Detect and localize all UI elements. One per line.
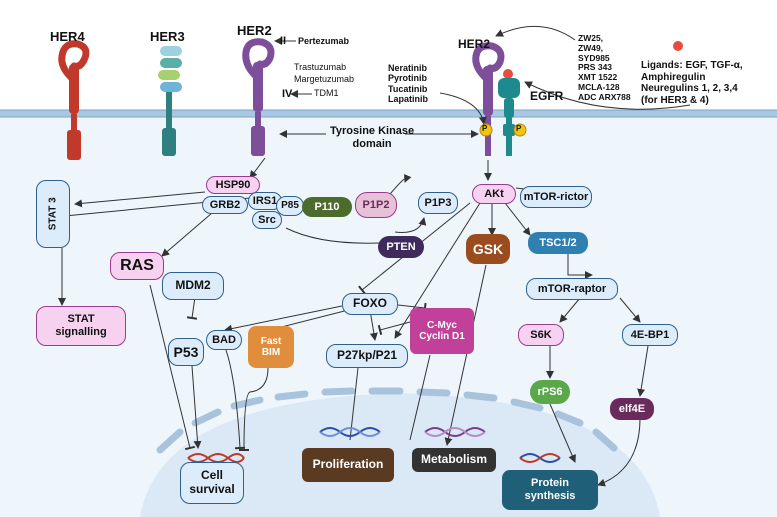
domain-ii-label: II	[280, 35, 287, 47]
nuclear-envelope	[156, 387, 618, 454]
tki-drug: Pyrotinib	[388, 73, 428, 84]
bispecific-drug-list: ZW25, ZW49, SYD985 PRS 343 XMT 1522 MCLA…	[578, 33, 631, 102]
stat3-node: STAT 3	[36, 180, 70, 248]
her2-right-label: HER2	[458, 37, 491, 51]
grb2-node: GRB2	[202, 196, 248, 214]
src-node: Src	[252, 211, 282, 229]
egfr-label: EGFR	[530, 89, 564, 103]
stat-signalling-line: signalling	[55, 326, 107, 338]
stat-signalling-node: STAT signalling	[36, 306, 126, 346]
fast-bim-node: Fast BIM	[248, 326, 294, 368]
gsk-node: GSK	[466, 234, 510, 264]
cmyc-line: Cyclin D1	[419, 331, 465, 342]
mdm2-node: MDM2	[162, 272, 224, 300]
akt-node: AKt	[472, 184, 516, 204]
tk-domain-label: Tyrosine Kinase domain	[330, 125, 414, 150]
bispecific-drug: MCLA-128	[578, 81, 620, 92]
tki-drug: Tucatinib	[388, 83, 428, 94]
rps6-node: rPS6	[530, 380, 570, 404]
her4-label: HER4	[50, 29, 85, 44]
bispecific-drug: ZW49,	[578, 42, 604, 53]
her2-receptor-left	[242, 38, 275, 156]
tsc12-node: TSC1/2	[528, 232, 588, 254]
domain-iv-label: IV	[282, 88, 293, 100]
bad-node: BAD	[206, 330, 242, 350]
stat3-label: STAT 3	[47, 197, 59, 231]
tki-drug: Lapatinib	[388, 94, 428, 105]
pertezumab-label: Pertezumab	[298, 36, 350, 46]
p27-p21-node: P27kp/P21	[326, 344, 408, 368]
ligands-line: Neuregulins 1, 2, 3,4	[641, 83, 738, 94]
elf4e-node: elf4E	[610, 398, 654, 420]
metabolism-box: Metabolism	[412, 448, 496, 472]
hsp90-node: HSP90	[206, 176, 260, 194]
bispecific-drug: ZW25,	[578, 33, 604, 43]
cell-survival-box: Cell survival	[180, 462, 244, 504]
plasma-membrane	[0, 110, 777, 117]
ligands-legend: Ligands: EGF, TGF-α, Amphiregulin Neureg…	[641, 60, 743, 106]
fast-bim-line: BIM	[261, 347, 281, 358]
tk-domain-line: Tyrosine Kinase	[330, 125, 415, 137]
her2-left-label: HER2	[237, 23, 272, 38]
p110-node: P110	[302, 197, 352, 217]
her3-receptor	[158, 46, 182, 156]
ras-node: RAS	[110, 252, 164, 280]
phospho-label: P	[516, 124, 522, 133]
tk-domain-line: domain	[352, 137, 392, 150]
bispecific-drug: ADC ARX788	[578, 91, 631, 102]
irs1-node: IRS1	[248, 192, 282, 210]
tki-drug: Neratinib	[388, 63, 428, 73]
tdm1-label: TDM1	[314, 88, 339, 98]
pip2-node: P1P2	[355, 192, 397, 218]
margetuzumab-label: Margetuzumab	[294, 74, 355, 84]
cell-survival-line: Cell	[200, 468, 223, 483]
ligand-dot	[673, 41, 683, 51]
fast-bim-line: Fast	[260, 335, 282, 347]
pip3-node: P1P3	[418, 192, 458, 214]
stat-signalling-line: STAT	[67, 313, 95, 326]
trastuzumab-label: Trastuzumab	[294, 62, 347, 72]
phospho-label: P	[482, 124, 488, 133]
bispecific-drug: PRS 343	[578, 62, 613, 73]
protein-synthesis-box: Protein synthesis	[502, 470, 598, 510]
protein-synthesis-line: synthesis	[524, 490, 576, 502]
s6k-node: S6K	[518, 324, 564, 346]
p85-node: P85	[276, 196, 304, 216]
mtor-raptor-node: mTOR-raptor	[526, 278, 618, 300]
protein-synthesis-line: Protein	[531, 477, 569, 490]
ligands-line: Ligands: EGF, TGF-α,	[641, 60, 743, 71]
p53-node: P53	[168, 338, 204, 366]
her4-receptor	[58, 40, 90, 160]
her3-label: HER3	[150, 29, 185, 44]
cmyc-line: C-Myc	[426, 319, 457, 331]
tki-drug-list: Neratinib Pyrotinib Tucatinib Lapatinib	[388, 63, 428, 104]
4ebp1-node: 4E-BP1	[622, 324, 678, 346]
ligands-line: Amphiregulin	[641, 71, 706, 83]
cmyc-cyclind1-node: C-Myc Cyclin D1	[410, 308, 474, 354]
ligands-line: (for HER3 & 4)	[641, 94, 709, 106]
pten-node: PTEN	[378, 236, 424, 258]
foxo-node: FOXO	[342, 293, 398, 315]
cell-survival-line: survival	[189, 482, 235, 496]
mtor-rictor-node: mTOR-rictor	[520, 186, 592, 208]
bispecific-drug: SYD985	[578, 52, 610, 63]
proliferation-box: Proliferation	[302, 448, 394, 482]
bispecific-drug: XMT 1522	[578, 72, 618, 83]
egfr-receptor	[498, 69, 520, 156]
